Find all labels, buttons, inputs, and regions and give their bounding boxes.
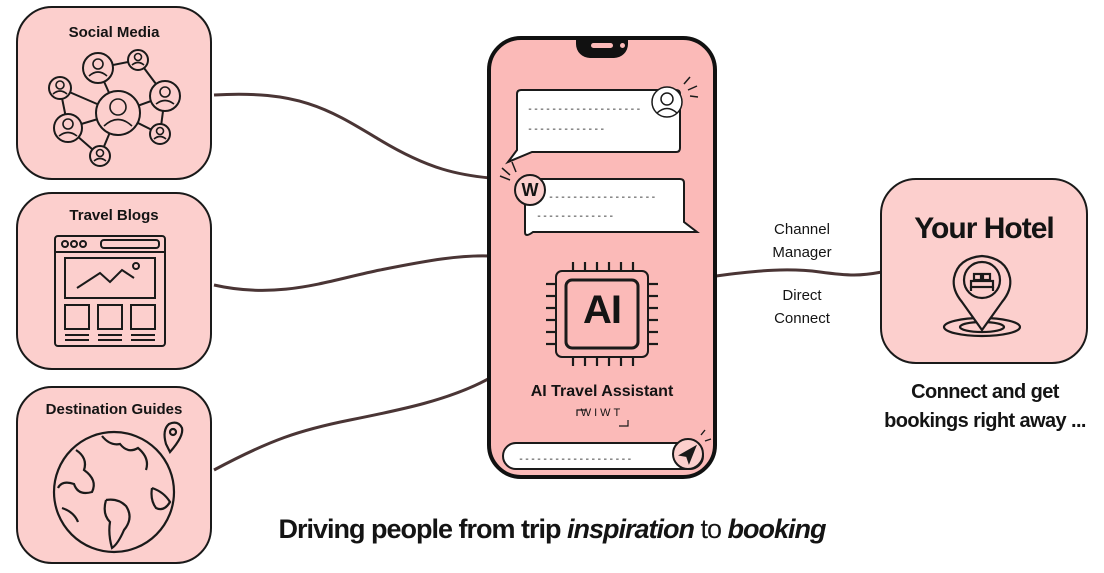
hotel-caption: Connect and get bookings right away ... [872, 378, 1098, 436]
travel-blogs-connector [213, 254, 491, 292]
tagline-part3: to [694, 514, 728, 544]
social-media-connector [213, 92, 491, 180]
travel-blogs-card: Travel Blogs [16, 192, 212, 370]
brand-mark: WIWT [580, 407, 624, 419]
hotel-title: Your Hotel [914, 212, 1054, 245]
globe-pin-icon [52, 421, 184, 554]
social-media-title: Social Media [68, 24, 160, 41]
social-network-icon [48, 49, 181, 167]
hotel-caption-line2: bookings right away ... [884, 410, 1086, 432]
phone-camera-dot [620, 43, 625, 48]
chat-line-1a: ------------------- [527, 104, 642, 115]
chat-line-2a: ------------------ [548, 192, 657, 203]
message-input[interactable]: ------------------- [518, 454, 633, 465]
hotel-caption-line1: Connect and get [911, 381, 1059, 403]
destination-guides-title: Destination Guides [45, 401, 183, 418]
tagline: Driving people from trip inspiration to … [0, 514, 1104, 545]
direct-connect-line1: Direct [782, 287, 822, 304]
tagline-part4: booking [727, 514, 827, 544]
user-avatar [651, 76, 699, 118]
travel-blogs-title: Travel Blogs [69, 207, 159, 224]
chip-label: AI [583, 288, 622, 332]
bot-avatar-letter: W [521, 180, 539, 200]
phone-speaker [591, 43, 613, 48]
blog-page-icon [54, 235, 166, 347]
hotel-location-icon [942, 254, 1022, 338]
send-button-icon [672, 429, 712, 470]
direct-connect-line2: Connect [774, 310, 830, 327]
chat-line-1b: ------------- [527, 124, 606, 135]
brand-mark-frame [576, 409, 629, 427]
ai-chip-icon [546, 262, 658, 366]
social-media-card: Social Media [16, 6, 212, 180]
chat-line-2b: ------------- [536, 211, 615, 222]
tagline-part1: Driving people from trip [278, 514, 567, 544]
direct-connect-label: Direct Connect [752, 284, 852, 330]
channel-manager-line2: Manager [772, 244, 832, 261]
tagline-part2: inspiration [567, 514, 695, 544]
channel-manager-label: Channel Manager [752, 218, 852, 264]
channel-manager-line1: Channel [774, 221, 830, 238]
hotel-card: Your Hotel [880, 178, 1088, 364]
assistant-label: AI Travel Assistant [530, 383, 674, 400]
bot-avatar [499, 161, 546, 206]
hotel-connector [715, 268, 883, 278]
destination-guides-connector [213, 376, 491, 472]
destination-guides-card: Destination Guides [16, 386, 212, 564]
